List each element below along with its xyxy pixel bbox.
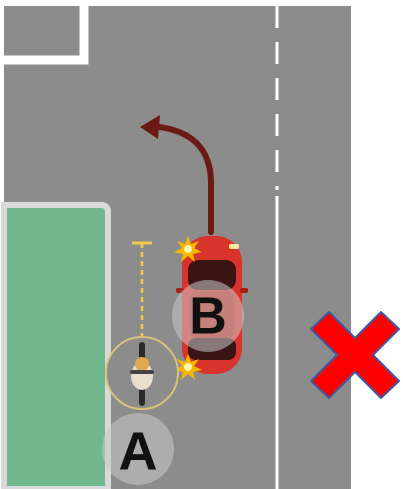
green-verge-area [4,205,108,489]
cyclist-icon [106,337,178,409]
cyclist-label: A [119,421,158,481]
car-label: B [189,288,227,346]
